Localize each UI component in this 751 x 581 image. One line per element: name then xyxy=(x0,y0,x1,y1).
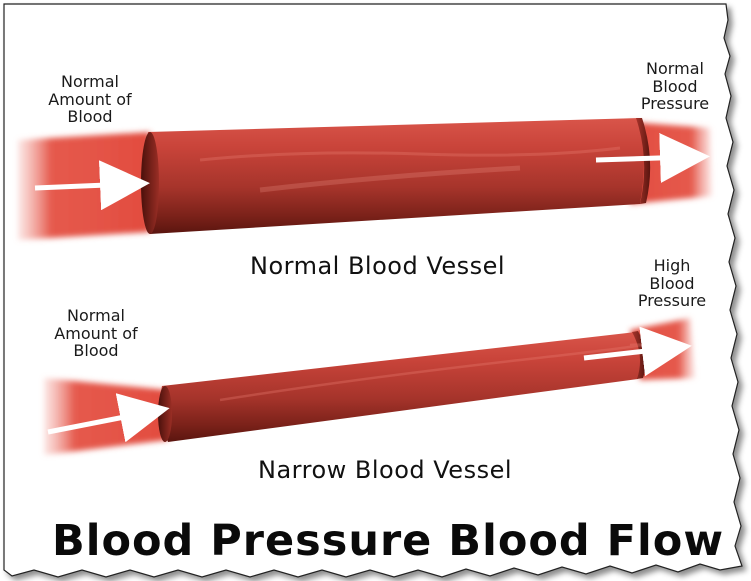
narrow-outflow-label-line-2: Blood xyxy=(649,273,695,293)
narrow-outflow-arrow xyxy=(583,326,692,377)
page-title: Blood Pressure Blood Flow xyxy=(51,516,725,566)
normal-outflow-label: Normal Blood Pressure xyxy=(620,60,730,113)
narrow-inflow-label: Normal Amount of Blood xyxy=(38,307,154,360)
narrow-inflow-arrow xyxy=(47,393,170,443)
normal-outflow-label-line-1: Normal xyxy=(646,59,704,78)
narrow-inflow-label-line-1: Normal xyxy=(67,306,125,325)
normal-inflow-arrow xyxy=(34,160,150,211)
narrow-blood-vessel xyxy=(44,318,695,455)
normal-inflow-label-line-2: Amount of xyxy=(48,89,132,109)
normal-vessel-tube xyxy=(144,118,644,234)
normal-outflow-arrow xyxy=(595,132,710,183)
normal-outflow-label-line-3: Pressure xyxy=(640,94,710,114)
narrow-vessel-tube xyxy=(160,332,641,442)
normal-vessel-caption: Normal Blood Vessel xyxy=(250,252,506,280)
narrow-vessel-left-opening xyxy=(158,386,172,442)
narrow-inflow-label-line-2: Amount of xyxy=(54,323,138,343)
narrow-outflow-label-line-1: High xyxy=(653,256,691,275)
narrow-outflow-label: High Blood Pressure xyxy=(614,257,730,310)
normal-vessel-left-opening xyxy=(141,132,159,234)
normal-outflow-label-line-2: Blood xyxy=(652,76,698,96)
narrow-inflow-label-line-3: Blood xyxy=(73,341,119,361)
normal-inflow-label: Normal Amount of Blood xyxy=(40,73,140,126)
normal-blood-vessel xyxy=(18,118,712,240)
normal-inflow-label-line-1: Normal xyxy=(61,72,119,91)
normal-inflow-label-line-3: Blood xyxy=(67,107,113,127)
narrow-outflow-label-line-3: Pressure xyxy=(637,291,707,311)
narrow-vessel-caption: Narrow Blood Vessel xyxy=(258,456,513,484)
